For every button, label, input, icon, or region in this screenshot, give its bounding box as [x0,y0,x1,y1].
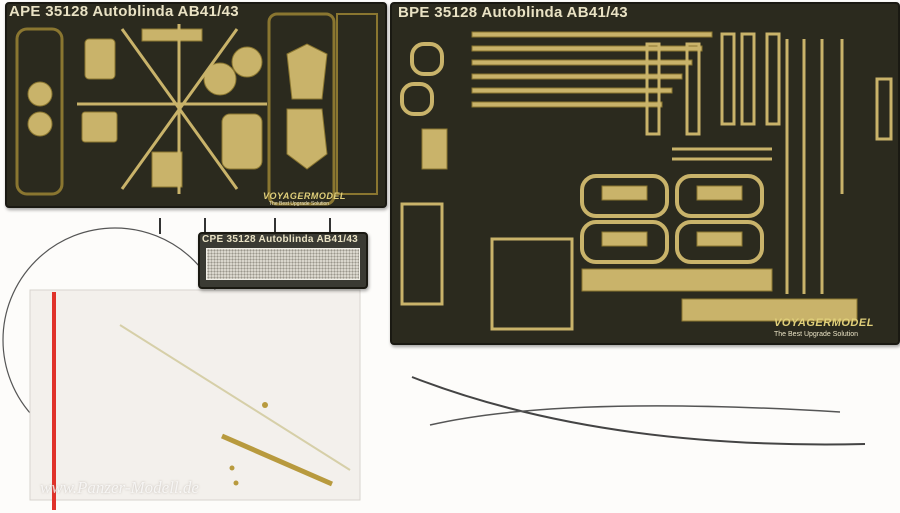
brass-rod [119,324,351,471]
fret-a-title: APE 35128 Autoblinda AB41/43 [9,3,239,20]
fret-a: APE 35128 Autoblinda AB41/43 VOYAGERMODE… [5,2,387,208]
brass-ring [262,402,268,408]
fret-a-logo: VOYAGERMODEL [263,191,346,201]
watermark: www.Panzer-Modell.de [40,478,199,497]
fret-c-title: CPE 35128 Autoblinda AB41/43 [202,234,359,245]
fret-a-parts [15,12,378,206]
brass-ring [229,465,235,471]
fret-b: BPE 35128 Autoblinda AB41/43 [390,2,900,345]
fret-b-logo: VOYAGERMODEL [774,317,874,329]
antenna-wire [411,376,866,446]
fret-c: CPE 35128 Autoblinda AB41/43 [198,232,368,289]
brass-ring [233,480,239,486]
fret-b-tagline: The Best Upgrade Solution [774,331,859,338]
grille-mesh [206,248,360,280]
fret-a-tagline: The Best Upgrade Solution [269,201,330,207]
fret-b-title: BPE 35128 Autoblinda AB41/43 [398,4,628,21]
gun-barrel [221,433,333,487]
zip-bag [29,289,361,501]
fret-b-parts [400,31,893,331]
antenna-wire [429,405,841,426]
